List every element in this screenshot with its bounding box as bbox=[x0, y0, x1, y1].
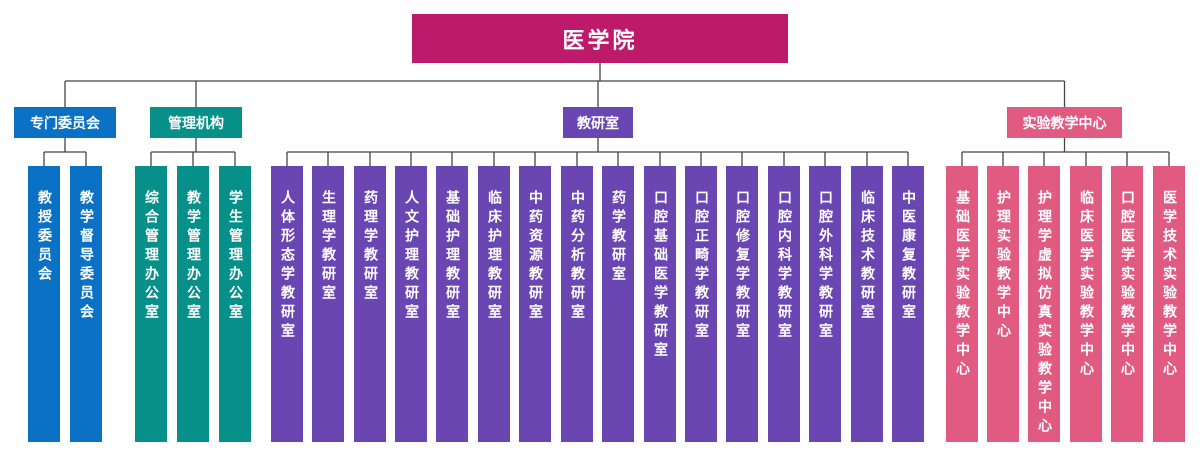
unit-label: 口腔医学实验教学中心 bbox=[1119, 190, 1135, 380]
unit-label: 药学教研室 bbox=[610, 190, 626, 285]
unit-node-2-9: 口腔基础医学教研室 bbox=[644, 166, 676, 442]
unit-label: 教学督导委员会 bbox=[78, 190, 94, 323]
unit-label: 口腔外科学教研室 bbox=[817, 190, 833, 342]
unit-label: 基础医学实验教学中心 bbox=[954, 190, 970, 380]
unit-node-2-0: 人体形态学教研室 bbox=[271, 166, 303, 442]
unit-node-2-4: 基础护理教研室 bbox=[436, 166, 468, 442]
unit-label: 中药资源教研室 bbox=[527, 190, 543, 323]
group-node-3: 实验教学中心 bbox=[1007, 107, 1122, 138]
unit-label: 人文护理教研室 bbox=[403, 190, 419, 323]
unit-node-2-10: 口腔正畸学教研室 bbox=[685, 166, 717, 442]
unit-node-3-4: 口腔医学实验教学中心 bbox=[1111, 166, 1143, 442]
unit-label: 教授委员会 bbox=[36, 190, 52, 285]
unit-label: 口腔正畸学教研室 bbox=[693, 190, 709, 342]
unit-node-2-8: 药学教研室 bbox=[602, 166, 634, 442]
unit-node-2-7: 中药分析教研室 bbox=[561, 166, 593, 442]
unit-label: 学生管理办公室 bbox=[227, 190, 243, 323]
unit-node-1-1: 教学管理办公室 bbox=[177, 166, 209, 442]
unit-node-2-5: 临床护理教研室 bbox=[478, 166, 510, 442]
unit-label: 口腔基础医学教研室 bbox=[652, 190, 668, 361]
unit-node-0-1: 教学督导委员会 bbox=[70, 166, 102, 442]
unit-label: 护理实验教学中心 bbox=[995, 190, 1011, 342]
unit-label: 基础护理教研室 bbox=[444, 190, 460, 323]
unit-node-2-14: 临床技术教研室 bbox=[851, 166, 883, 442]
unit-label: 人体形态学教研室 bbox=[279, 190, 295, 342]
group-node-2: 教研室 bbox=[563, 107, 633, 138]
unit-node-2-12: 口腔内科学教研室 bbox=[768, 166, 800, 442]
unit-node-2-1: 生理学教研室 bbox=[312, 166, 344, 442]
unit-node-3-2: 护理学虚拟仿真实验教学中心 bbox=[1028, 166, 1060, 442]
unit-label: 教学管理办公室 bbox=[185, 190, 201, 323]
unit-label: 临床医学实验教学中心 bbox=[1078, 190, 1094, 380]
unit-label: 口腔内科学教研室 bbox=[776, 190, 792, 342]
unit-label: 中药分析教研室 bbox=[569, 190, 585, 323]
unit-node-3-0: 基础医学实验教学中心 bbox=[946, 166, 978, 442]
unit-node-2-15: 中医康复教研室 bbox=[892, 166, 924, 442]
unit-node-2-11: 口腔修复学教研室 bbox=[726, 166, 758, 442]
unit-node-2-2: 药理学教研室 bbox=[354, 166, 386, 442]
unit-label: 中医康复教研室 bbox=[900, 190, 916, 323]
unit-label: 临床护理教研室 bbox=[486, 190, 502, 323]
unit-label: 药理学教研室 bbox=[362, 190, 378, 304]
unit-node-3-3: 临床医学实验教学中心 bbox=[1070, 166, 1102, 442]
unit-node-2-6: 中药资源教研室 bbox=[519, 166, 551, 442]
unit-label: 综合管理办公室 bbox=[143, 190, 159, 323]
unit-label: 护理学虚拟仿真实验教学中心 bbox=[1036, 190, 1052, 437]
unit-node-1-0: 综合管理办公室 bbox=[135, 166, 167, 442]
unit-node-2-13: 口腔外科学教研室 bbox=[809, 166, 841, 442]
unit-label: 医学技术实验教学中心 bbox=[1161, 190, 1177, 380]
group-node-0: 专门委员会 bbox=[14, 107, 116, 138]
unit-node-2-3: 人文护理教研室 bbox=[395, 166, 427, 442]
unit-node-3-1: 护理实验教学中心 bbox=[987, 166, 1019, 442]
group-node-1: 管理机构 bbox=[150, 107, 242, 138]
unit-label: 生理学教研室 bbox=[320, 190, 336, 304]
unit-node-3-5: 医学技术实验教学中心 bbox=[1153, 166, 1185, 442]
unit-label: 临床技术教研室 bbox=[859, 190, 875, 323]
unit-node-1-2: 学生管理办公室 bbox=[219, 166, 251, 442]
unit-node-0-0: 教授委员会 bbox=[28, 166, 60, 442]
root-node: 医学院 bbox=[412, 14, 788, 63]
unit-label: 口腔修复学教研室 bbox=[734, 190, 750, 342]
